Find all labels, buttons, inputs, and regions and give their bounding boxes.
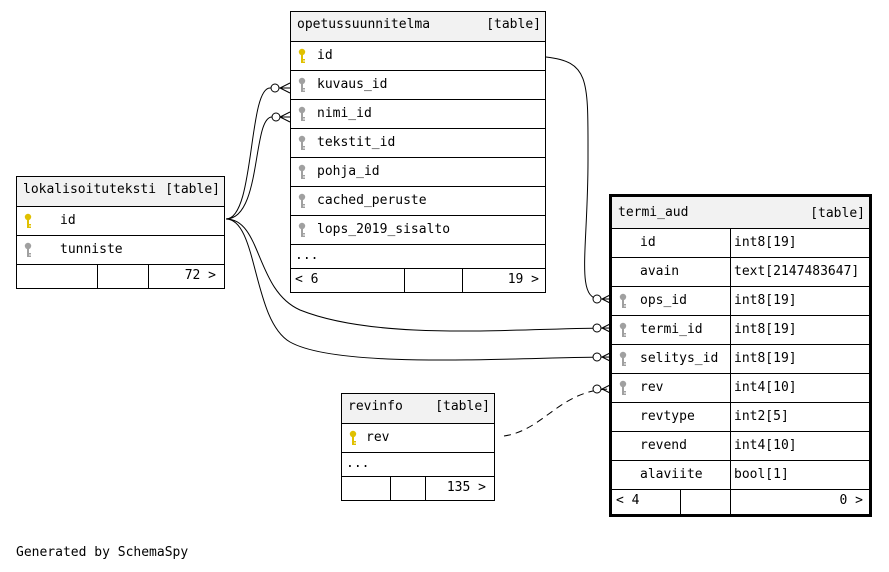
column-row-pohja-id[interactable]: pohja_id [291,158,545,187]
relation-ops-id [545,56,612,300]
column-type: int4[10] [734,438,797,453]
column-row-lops-2019-sisalto[interactable]: lops_2019_sisalto [291,216,545,245]
relation-rev [503,388,613,437]
column-row-rev[interactable]: rev int4[10] [612,374,869,403]
column-type: int2[5] [734,409,789,424]
table-kind: [table] [435,399,490,414]
column-row-termi-id[interactable]: termi_id int8[19] [612,316,869,345]
table-kind: [table] [810,206,865,221]
column-name: id [317,48,333,63]
relation-nimi-id [225,116,290,220]
column-name: termi_id [640,322,703,337]
column-name: rev [366,430,390,445]
column-type: int8[19] [734,235,797,250]
relation-kuvaus-id [225,87,290,220]
table-header[interactable]: termi_aud [table] [612,197,869,229]
table-name: lokalisoituteksti [23,182,157,197]
foreign-key-icon [618,380,628,396]
parents-count[interactable]: < 4 [616,493,640,508]
column-type: bool[1] [734,467,789,482]
table-kind: [table] [165,182,220,197]
column-row-revend[interactable]: revend int4[10] [612,432,869,461]
table-footer: 135 > [342,477,494,501]
table-lokalisoituteksti[interactable]: lokalisoituteksti [table] id tunniste 72 … [16,176,225,289]
foreign-key-icon [297,106,307,122]
column-name: lops_2019_sisalto [317,222,451,237]
column-row-tunniste[interactable]: tunniste [17,236,224,265]
column-row-id[interactable]: id [291,42,545,71]
table-header[interactable]: opetussuunnitelma [table] [291,12,545,42]
more-columns: ... [291,245,545,269]
column-name: id [640,235,656,250]
column-name: rev [640,380,664,395]
column-row-id[interactable]: id int8[19] [612,229,869,258]
relation-termi-id [225,218,613,332]
table-name: revinfo [348,399,403,414]
column-name: tekstit_id [317,135,396,150]
children-count[interactable]: 0 > [839,493,863,508]
table-name: termi_aud [618,205,689,220]
column-type: int4[10] [734,380,797,395]
column-row-alaviite[interactable]: alaviite bool[1] [612,461,869,490]
column-row-avain[interactable]: avain text[2147483647] [612,258,869,287]
column-type: int8[19] [734,322,797,337]
column-name: kuvaus_id [317,77,388,92]
generated-by-credit: Generated by SchemaSpy [16,545,189,560]
column-name: avain [640,264,680,279]
foreign-key-icon [297,222,307,238]
column-row-rev[interactable]: rev [342,424,494,453]
foreign-key-icon [297,135,307,151]
table-name: opetussuunnitelma [297,17,431,32]
table-footer: < 6 19 > [291,269,545,293]
column-name: tunniste [60,242,123,257]
column-name: alaviite [640,467,703,482]
table-termi-aud[interactable]: termi_aud [table] id int8[19] avain text[21… [609,194,872,517]
column-row-id[interactable]: id [17,207,224,236]
column-name: selitys_id [640,351,719,366]
column-name: id [60,213,76,228]
table-footer: 72 > [17,265,224,288]
column-row-selitys-id[interactable]: selitys_id int8[19] [612,345,869,374]
more-columns: ... [342,453,494,477]
children-count[interactable]: 135 > [446,480,486,495]
foreign-key-icon [297,77,307,93]
column-type: int8[19] [734,351,797,366]
foreign-key-icon [297,164,307,180]
column-row-tekstit-id[interactable]: tekstit_id [291,129,545,158]
table-footer: < 4 0 > [612,490,869,514]
foreign-key-icon [618,322,628,338]
foreign-key-icon [297,193,307,209]
column-type: text[2147483647] [734,264,860,279]
children-count[interactable]: 72 > [184,268,216,283]
column-row-cached-peruste[interactable]: cached_peruste [291,187,545,216]
column-row-kuvaus-id[interactable]: kuvaus_id [291,71,545,100]
table-header[interactable]: revinfo [table] [342,394,494,424]
foreign-key-icon [618,351,628,367]
column-row-nimi-id[interactable]: nimi_id [291,100,545,129]
primary-key-icon [23,213,33,229]
column-name: pohja_id [317,164,380,179]
foreign-key-icon [618,293,628,309]
primary-key-icon [297,48,307,64]
children-count[interactable]: 19 > [507,272,539,287]
column-row-ops-id[interactable]: ops_id int8[19] [612,287,869,316]
crowfoot-markers [278,82,613,395]
column-row-revtype[interactable]: revtype int2[5] [612,403,869,432]
table-revinfo[interactable]: revinfo [table] rev ... 135 > [341,393,495,501]
table-header[interactable]: lokalisoituteksti [table] [17,177,224,207]
column-name: ops_id [640,293,687,308]
primary-key-icon [348,430,358,446]
table-kind: [table] [486,17,541,32]
column-name: cached_peruste [317,193,427,208]
column-name: revend [640,438,687,453]
column-name: revtype [640,409,695,424]
foreign-key-icon [23,242,33,258]
relation-selitys-id [225,218,613,361]
parents-count[interactable]: < 6 [295,272,319,287]
column-type: int8[19] [734,293,797,308]
column-name: nimi_id [317,106,372,121]
optional-circle-markers [270,83,602,394]
